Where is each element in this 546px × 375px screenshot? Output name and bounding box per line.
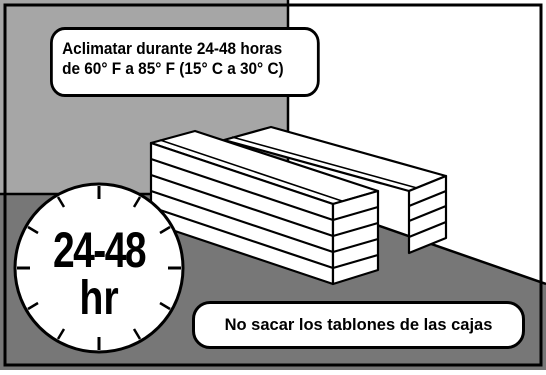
plank-stack-front — [149, 129, 380, 286]
acclimation-duration-text: Aclimatar durante 24-48 horas — [62, 40, 283, 58]
clock-hours-label: 24-48 — [53, 222, 147, 278]
plank-stack-back — [222, 125, 448, 255]
acclimation-callout: Aclimatar durante 24-48 horas de 60° F a… — [50, 27, 320, 97]
clock-unit-label: hr — [79, 272, 119, 325]
acclimation-temperature-text: de 60° F a 85° F (15° C a 30° C) — [62, 60, 284, 78]
frame-border — [3, 3, 543, 367]
keep-in-box-callout: No sacar los tablones de las cajas — [192, 301, 525, 349]
clock-icon — [13, 182, 185, 354]
